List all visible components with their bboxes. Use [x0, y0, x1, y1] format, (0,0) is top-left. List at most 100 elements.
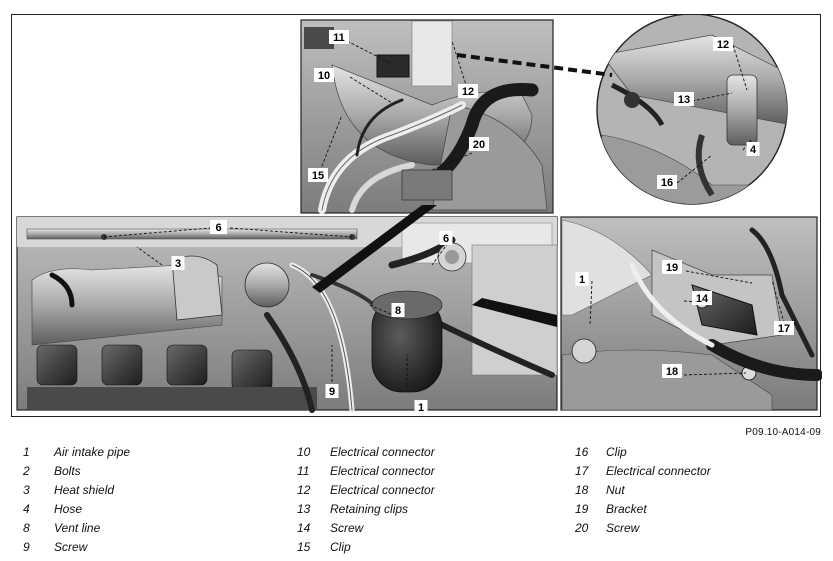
legend-text: Electrical connector [606, 464, 711, 478]
callout-text: 4 [750, 144, 757, 156]
engine-illustration: 6 134689101112121314151617181920112 [16, 15, 822, 414]
legend-text: Nut [606, 483, 625, 497]
callout-20: 20 [469, 137, 489, 151]
legend-text: Electrical connector [330, 445, 435, 459]
legend-column-3: 16 Clip 17 Electrical connector 18 Nut 19 Brack… [575, 445, 711, 540]
legend-item: 20 Screw [575, 521, 711, 540]
legend-number: 3 [23, 483, 30, 497]
legend-item: 11 Electrical connector [297, 464, 435, 483]
legend-text: Vent line [54, 521, 101, 535]
callout-text: 15 [312, 170, 324, 182]
callout-4: 4 [746, 142, 760, 156]
legend-text: Electrical connector [330, 464, 435, 478]
callout-text: 1 [418, 402, 424, 414]
legend-text: Screw [606, 521, 640, 535]
callout-text: 3 [175, 258, 181, 270]
legend-item: 3 Heat shield [23, 483, 130, 502]
svg-text:6: 6 [215, 222, 221, 234]
callout-text: 6 [443, 233, 449, 245]
callout-9: 9 [325, 384, 339, 398]
callout-11: 11 [329, 30, 349, 44]
legend-number: 1 [23, 445, 30, 459]
main-engine-view [16, 216, 558, 413]
callout-19: 19 [662, 260, 682, 274]
legend-column-1: 1 Air intake pipe 2 Bolts 3 Heat shield 4 Hose 8… [23, 445, 130, 559]
callout-6: 6 [439, 231, 453, 245]
legend-item: 18 Nut [575, 483, 711, 502]
callout-3: 3 [171, 256, 185, 270]
legend-item: 15 Clip [297, 540, 435, 559]
legend-item: 8 Vent line [23, 521, 130, 540]
legend-text: Screw [54, 540, 88, 554]
callout-text: 14 [696, 293, 709, 305]
legend-number: 2 [23, 464, 30, 478]
callout-15: 15 [308, 168, 328, 182]
callout-text: 13 [678, 94, 690, 106]
legend-item: 9 Screw [23, 540, 130, 559]
legend-text: Electrical connector [330, 483, 435, 497]
callout-text: 10 [318, 70, 330, 82]
legend-number: 20 [575, 521, 589, 535]
callout-labels: 6 [210, 220, 227, 234]
callout-12: 12 [458, 84, 478, 98]
callout-1: 1 [575, 272, 589, 286]
legend-number: 17 [575, 464, 589, 478]
callout-text: 8 [395, 305, 401, 317]
legend-text: Bolts [54, 464, 81, 478]
legend-number: 10 [297, 445, 311, 459]
legend-item: 2 Bolts [23, 464, 130, 483]
legend-number: 4 [23, 502, 30, 516]
legend-text: Heat shield [54, 483, 115, 497]
legend-item: 13 Retaining clips [297, 502, 435, 521]
figure-reference: P09.10-A014-09 [745, 427, 821, 438]
legend-number: 15 [297, 540, 311, 554]
legend-item: 12 Electrical connector [297, 483, 435, 502]
legend-item: 16 Clip [575, 445, 711, 464]
legend-text: Clip [330, 540, 351, 554]
legend-item: 4 Hose [23, 502, 130, 521]
callout-13: 13 [674, 92, 694, 106]
callout-text: 19 [666, 262, 678, 274]
callout-18: 18 [662, 364, 682, 378]
callout-8: 8 [391, 303, 405, 317]
detail-right-view [560, 216, 822, 411]
detail-top-view [300, 19, 554, 214]
legend-item: 1 Air intake pipe [23, 445, 130, 464]
legend-text: Hose [54, 502, 83, 516]
legend-item: 17 Electrical connector [575, 464, 711, 483]
callout-text: 1 [579, 274, 585, 286]
callout-12: 12 [713, 37, 733, 51]
legend-text: Clip [606, 445, 627, 459]
legend-text: Screw [330, 521, 364, 535]
callout-text: 9 [329, 386, 335, 398]
legend-item: 10 Electrical connector [297, 445, 435, 464]
legend-number: 8 [23, 521, 30, 535]
view-connectors [312, 53, 613, 327]
callout-text: 18 [666, 366, 678, 378]
legend-number: 19 [575, 502, 589, 516]
callout-text: 17 [778, 323, 790, 335]
legend-number: 9 [23, 540, 30, 554]
legend-text: Air intake pipe [54, 445, 131, 459]
callout-text: 20 [473, 139, 485, 151]
legend-number: 12 [297, 483, 311, 497]
callout-10: 10 [314, 68, 334, 82]
legend-number: 16 [575, 445, 589, 459]
callout-text: 11 [333, 32, 345, 44]
circle-detail-view [596, 15, 788, 205]
legend-number: 13 [297, 502, 311, 516]
callout-17: 17 [774, 321, 794, 335]
legend-number: 18 [575, 483, 589, 497]
legend-text: Bracket [606, 502, 647, 516]
callout-1: 1 [414, 400, 428, 414]
callout-2: 6 [210, 220, 227, 234]
callout-text: 16 [661, 177, 673, 189]
engine-figure: 6 134689101112121314151617181920112 [11, 14, 822, 417]
legend-text: Retaining clips [330, 502, 409, 516]
callout-text: 12 [717, 39, 729, 51]
callout-text: 12 [462, 86, 474, 98]
callout-14: 14 [692, 291, 712, 305]
legend-number: 11 [297, 464, 310, 478]
